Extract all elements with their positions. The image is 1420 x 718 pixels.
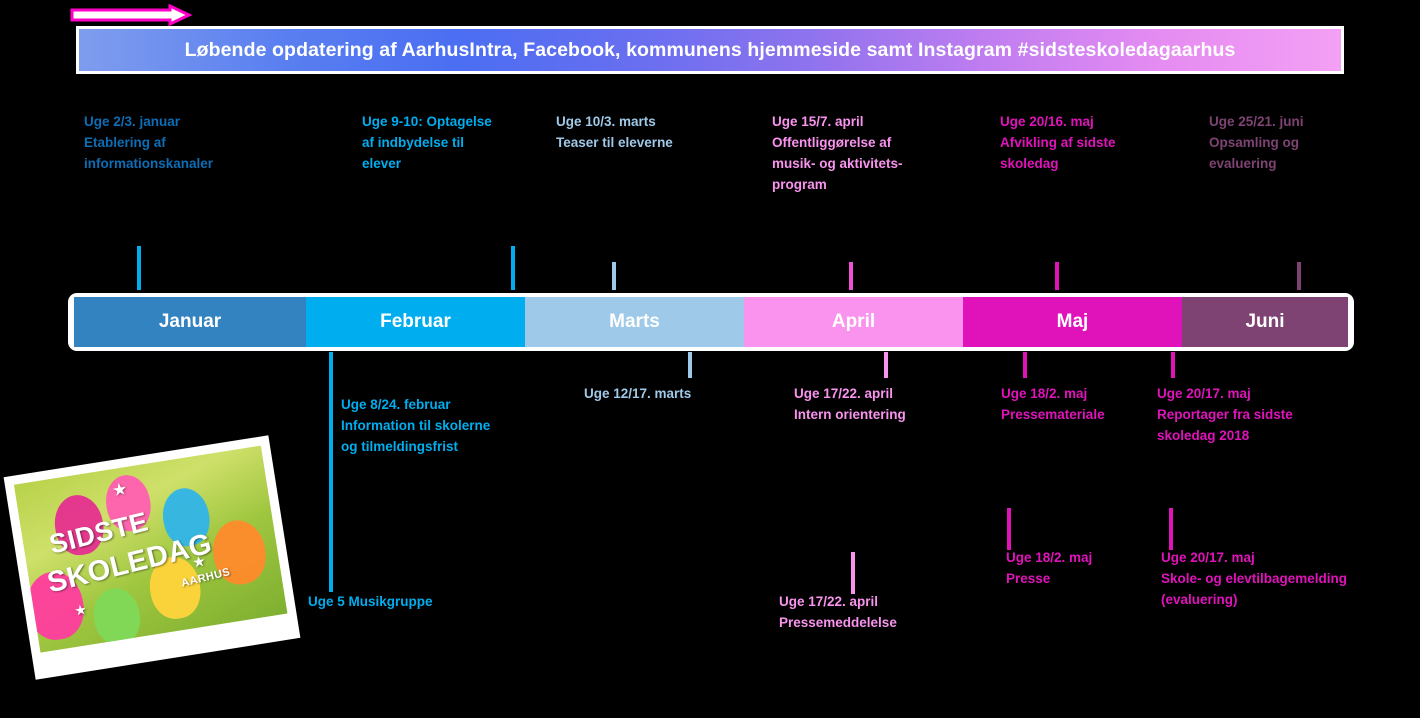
timeline-month-bar: Januar Februar Marts April Maj Juni xyxy=(68,293,1354,351)
connector-februar-musikgruppe xyxy=(329,352,333,592)
progress-arrow xyxy=(70,3,193,28)
milestone-label-april-offentliggorelse[interactable]: Uge 15/7. april Offentliggørelse af musi… xyxy=(772,114,903,192)
timeline-month-label: Marts xyxy=(609,311,660,332)
milestone-label-juni-opsamling[interactable]: Uge 25/21. juni Opsamling og evaluering xyxy=(1209,114,1304,171)
timeline-month-label: April xyxy=(831,311,876,332)
timeline-month-label: Maj xyxy=(1056,311,1089,332)
connector-maj-skole-elevtilbagemelding xyxy=(1169,508,1173,550)
connector-april-pressemeddelelse xyxy=(851,552,855,594)
milestone-label-maj-skole-elevtilbagemelding[interactable]: Uge 20/17. maj Skole- og elevtilbagemeld… xyxy=(1161,550,1348,607)
timeline-month-label: Januar xyxy=(158,311,222,332)
banner-text: Løbende opdatering af AarhusIntra, Faceb… xyxy=(184,38,1236,61)
timeline-month-maj[interactable]: Maj xyxy=(963,297,1182,347)
timeline-month-april[interactable]: April xyxy=(744,297,963,347)
tick-april-intern-orientering xyxy=(884,352,888,378)
banner: Løbende opdatering af AarhusIntra, Faceb… xyxy=(76,26,1344,74)
milestone-label-januar-etablering[interactable]: Uge 2/3. januar Etablering af informatio… xyxy=(84,114,214,171)
tick-marts-teaser xyxy=(612,262,616,290)
tick-april-offentliggorelse xyxy=(849,262,853,290)
photo-image: ★ ★ ★ SIDSTE SKOLEDAG AARHUS xyxy=(13,445,288,653)
sidste-skoledag-poster-photo: ★ ★ ★ SIDSTE SKOLEDAG AARHUS xyxy=(3,435,301,680)
milestone-label-februar-optagelse[interactable]: Uge 9-10: Optagelse af indbydelse til el… xyxy=(362,114,492,171)
milestone-label-maj-afvikling[interactable]: Uge 20/16. maj Afvikling af sidste skole… xyxy=(1000,114,1116,171)
milestone-label-februar-musikgruppe[interactable]: Uge 5 Musikgruppe xyxy=(308,594,433,609)
timeline-month-label: Februar xyxy=(380,311,451,332)
tick-januar-etablering xyxy=(137,246,141,290)
milestone-label-april-intern-orientering[interactable]: Uge 17/22. april Intern orientering xyxy=(794,386,906,422)
milestone-label-maj-presse[interactable]: Uge 18/2. maj Presse xyxy=(1006,550,1093,586)
connector-maj-presse xyxy=(1007,508,1011,550)
milestone-label-april-pressemeddelelse[interactable]: Uge 17/22. april Pressemeddelelse xyxy=(779,594,897,630)
milestone-label-maj-pressemateriale[interactable]: Uge 18/2. maj Pressemateriale xyxy=(1001,386,1105,422)
timeline-month-label: Juni xyxy=(1245,311,1285,332)
timeline-month-juni[interactable]: Juni xyxy=(1182,297,1348,347)
tick-juni-opsamling xyxy=(1297,262,1301,290)
timeline-month-februar[interactable]: Februar xyxy=(306,297,525,347)
milestone-label-marts-uge12[interactable]: Uge 12/17. marts xyxy=(584,386,692,401)
milestone-label-maj-reportager[interactable]: Uge 20/17. maj Reportager fra sidste sko… xyxy=(1157,386,1293,443)
tick-maj-reportager xyxy=(1171,352,1175,378)
tick-februar-optagelse xyxy=(511,246,515,290)
timeline-month-marts[interactable]: Marts xyxy=(525,297,744,347)
balloon-green xyxy=(89,584,144,648)
tick-marts-uge12 xyxy=(688,352,692,378)
milestone-label-marts-teaser[interactable]: Uge 10/3. marts Teaser til eleverne xyxy=(556,114,673,150)
star-icon: ★ xyxy=(73,600,89,619)
star-icon: ★ xyxy=(110,479,129,501)
milestone-label-februar-information[interactable]: Uge 8/24. februar Information til skoler… xyxy=(341,397,491,454)
tick-maj-afvikling xyxy=(1055,262,1059,290)
timeline-month-januar[interactable]: Januar xyxy=(74,297,306,347)
tick-maj-pressemateriale xyxy=(1023,352,1027,378)
